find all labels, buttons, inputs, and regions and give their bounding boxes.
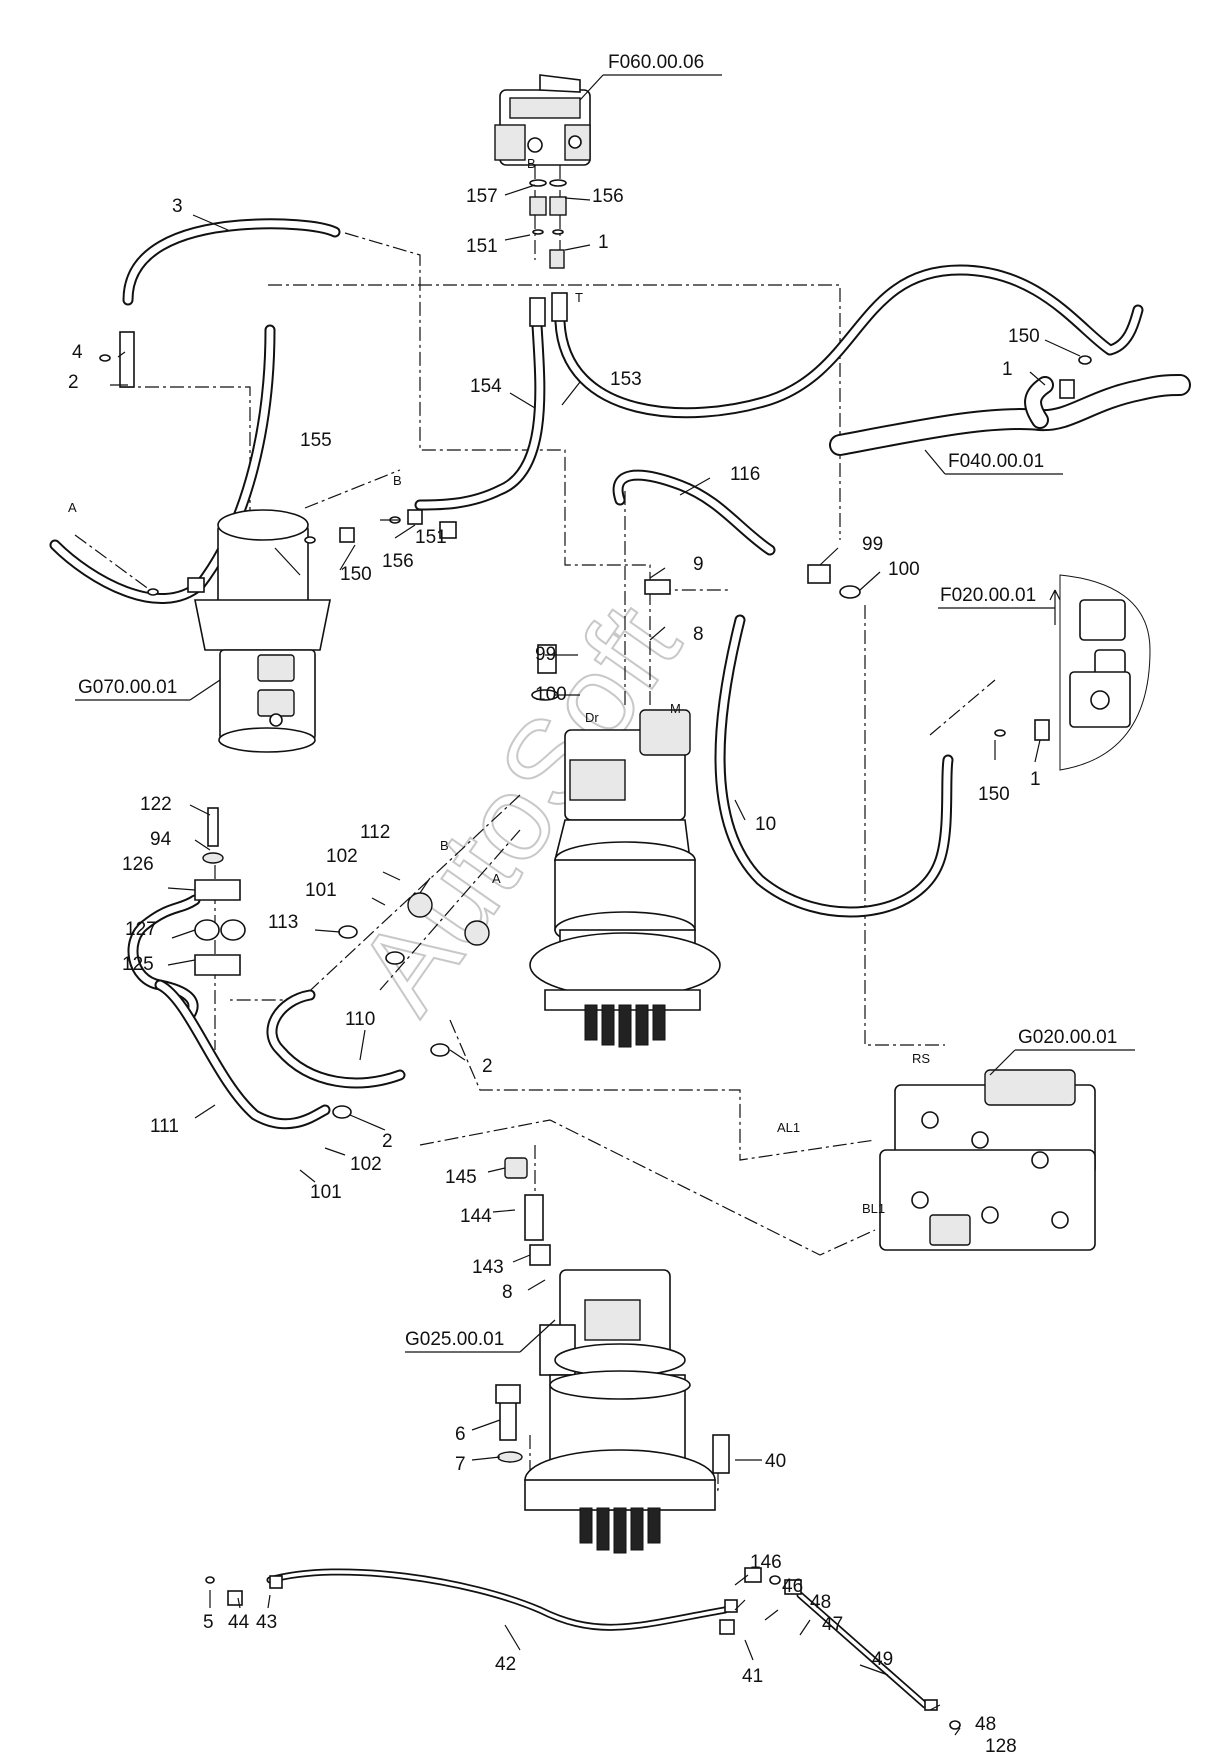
control-valve bbox=[879, 1069, 1096, 1251]
callout-128: 128 bbox=[985, 1736, 1017, 1756]
port-plate bbox=[1059, 574, 1151, 771]
ref-swing-motor: G025.00.01 bbox=[405, 1329, 504, 1350]
hoses bbox=[49, 218, 1191, 1709]
callout-153: 153 bbox=[610, 369, 642, 390]
swing-motor-lower bbox=[524, 1269, 716, 1554]
callout-125: 125 bbox=[122, 954, 154, 975]
callout-numbers: 3 4 2 155 157 156 151 1 154 153 150 1 11… bbox=[68, 186, 1041, 1756]
callout-1: 1 bbox=[598, 232, 609, 253]
callout-157: 157 bbox=[466, 186, 498, 207]
callout-2: 2 bbox=[482, 1056, 493, 1077]
gear-pinion-lower bbox=[579, 1507, 661, 1554]
callout-144: 144 bbox=[460, 1206, 492, 1227]
callout-6: 6 bbox=[455, 1424, 466, 1445]
callout-1: 1 bbox=[1002, 359, 1013, 380]
callout-9: 9 bbox=[693, 554, 704, 575]
swing-motor-upper bbox=[529, 709, 721, 1048]
callout-44: 44 bbox=[228, 1612, 250, 1633]
callout-99: 99 bbox=[862, 534, 883, 555]
callout-101: 101 bbox=[305, 880, 337, 901]
callout-143: 143 bbox=[472, 1257, 504, 1278]
callout-113: 113 bbox=[268, 912, 298, 933]
callout-110: 110 bbox=[345, 1009, 375, 1030]
callout-150: 150 bbox=[978, 784, 1010, 805]
port-b-top: B bbox=[527, 156, 536, 171]
ref-control-valve: G020.00.01 bbox=[1018, 1027, 1117, 1048]
port-m: M bbox=[670, 701, 681, 716]
ref-swivel-joint: G070.00.01 bbox=[78, 677, 177, 698]
port-a-left: A bbox=[68, 500, 77, 515]
callout-145: 145 bbox=[445, 1167, 477, 1188]
callout-102: 102 bbox=[350, 1154, 382, 1175]
callout-43: 43 bbox=[256, 1612, 277, 1633]
callout-42: 42 bbox=[495, 1654, 516, 1675]
callout-156: 156 bbox=[382, 551, 414, 572]
fitting-stack bbox=[529, 179, 568, 327]
port-t-top: T bbox=[575, 290, 583, 305]
callout-116: 116 bbox=[730, 464, 760, 485]
callout-2: 2 bbox=[382, 1131, 393, 1152]
port-labels: B T A B Dr M B A RS AL1 BL1 bbox=[68, 156, 930, 1216]
hardware bbox=[99, 331, 1092, 1730]
callout-40: 40 bbox=[765, 1451, 786, 1472]
callout-94: 94 bbox=[150, 829, 172, 850]
callout-7: 7 bbox=[455, 1454, 466, 1475]
port-bl1: BL1 bbox=[862, 1201, 885, 1216]
ref-pilot-valve: F060.00.06 bbox=[608, 52, 704, 73]
callout-154: 154 bbox=[470, 376, 502, 397]
callout-3: 3 bbox=[172, 196, 183, 217]
callout-150: 150 bbox=[340, 564, 372, 585]
callout-146: 146 bbox=[750, 1552, 782, 1573]
ref-port-plate: F020.00.01 bbox=[940, 585, 1036, 606]
callout-99: 99 bbox=[535, 644, 556, 665]
port-a-flange: A bbox=[492, 871, 501, 886]
callout-1: 1 bbox=[1030, 769, 1041, 790]
callout-48: 48 bbox=[975, 1714, 996, 1735]
callout-111: 111 bbox=[150, 1116, 179, 1137]
callout-48: 48 bbox=[810, 1592, 831, 1613]
callout-47: 47 bbox=[822, 1614, 843, 1635]
callout-155: 155 bbox=[300, 430, 332, 451]
callout-41: 41 bbox=[742, 1666, 763, 1687]
callout-100: 100 bbox=[888, 559, 920, 580]
callout-122: 122 bbox=[140, 794, 172, 815]
callout-127: 127 bbox=[125, 919, 157, 940]
callout-5: 5 bbox=[203, 1612, 214, 1633]
port-al1: AL1 bbox=[777, 1120, 800, 1135]
port-rs: RS bbox=[912, 1051, 930, 1066]
port-b-mid: B bbox=[393, 473, 402, 488]
callout-126: 126 bbox=[122, 854, 154, 875]
callout-112: 112 bbox=[360, 822, 390, 843]
gear-pinion-upper bbox=[584, 1004, 666, 1048]
callout-2: 2 bbox=[68, 372, 79, 393]
leader-lines bbox=[75, 74, 1135, 1736]
pilot-valve bbox=[494, 74, 591, 166]
callout-8: 8 bbox=[502, 1282, 513, 1303]
callout-10: 10 bbox=[755, 814, 776, 835]
callout-102: 102 bbox=[326, 846, 358, 867]
assembly-refs: F060.00.06 F040.00.01 F020.00.01 G070.00… bbox=[78, 52, 1117, 1350]
port-b-flange: B bbox=[440, 838, 449, 853]
callout-156: 156 bbox=[592, 186, 624, 207]
callout-151: 151 bbox=[466, 236, 498, 257]
callout-49: 49 bbox=[872, 1649, 893, 1670]
swivel-joint bbox=[194, 509, 331, 753]
callout-100: 100 bbox=[535, 684, 567, 705]
port-dr: Dr bbox=[585, 710, 599, 725]
callout-8: 8 bbox=[693, 624, 704, 645]
ref-tank-line: F040.00.01 bbox=[948, 451, 1044, 472]
callout-4: 4 bbox=[72, 342, 83, 363]
callout-150: 150 bbox=[1008, 326, 1040, 347]
callout-151: 151 bbox=[415, 527, 447, 548]
callout-101: 101 bbox=[310, 1182, 342, 1203]
callout-46: 46 bbox=[782, 1576, 803, 1597]
